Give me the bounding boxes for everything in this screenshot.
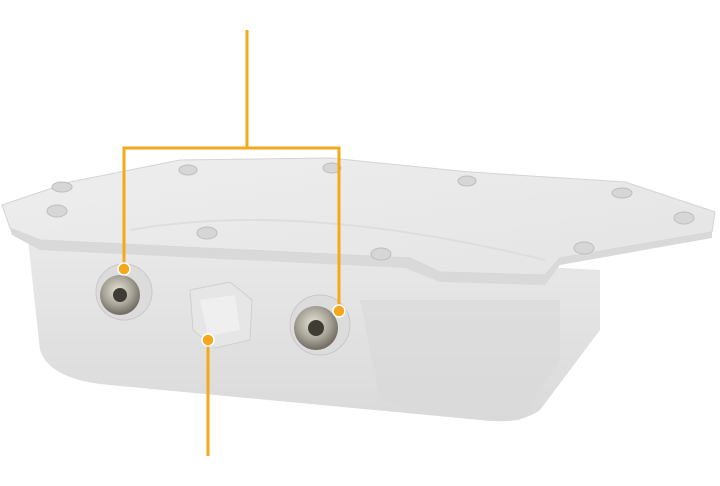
callout-dot-left-connector bbox=[117, 262, 131, 276]
antenna-connector-left bbox=[95, 263, 153, 321]
callout-antenna-connectors bbox=[122, 30, 341, 310]
callout-dot-cable-gland bbox=[201, 333, 215, 347]
antenna-connector-right bbox=[289, 294, 351, 356]
cable-gland bbox=[189, 281, 253, 349]
callout-dot-right-connector bbox=[332, 304, 346, 318]
bolts bbox=[46, 162, 695, 261]
